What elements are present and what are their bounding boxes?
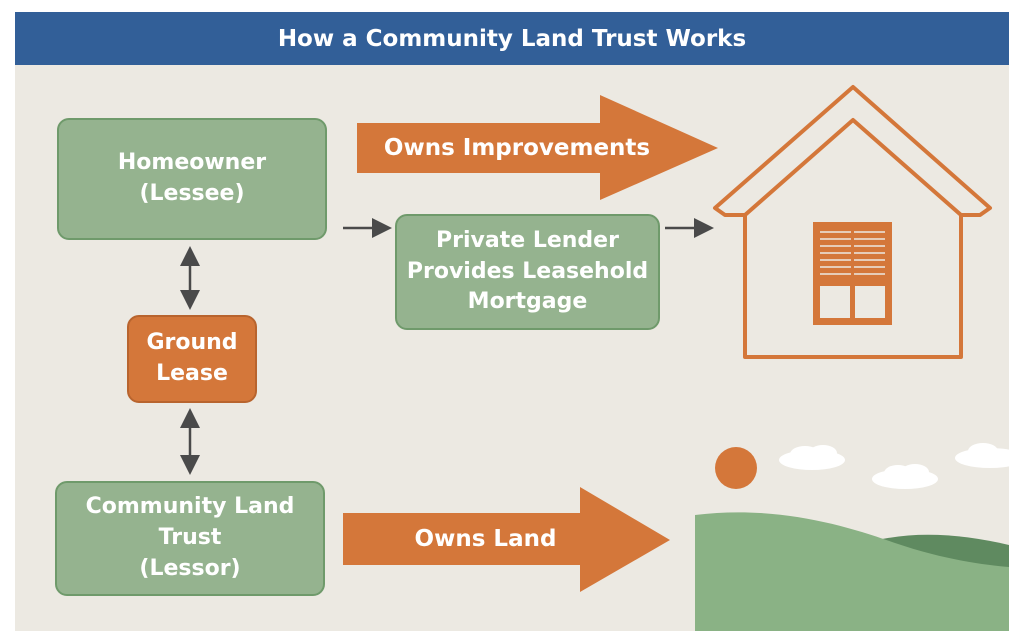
cloud-icon [779,443,1009,489]
lender-line-1: Private Lender [436,227,619,253]
clt-line-1: Community Land [85,494,295,520]
homeowner-box: Homeowner (Lessee) [57,118,327,240]
window-icon [813,222,892,325]
clt-line-3: (Lessor) [139,555,241,581]
diagram-graphics [180,85,1009,631]
community-land-trust-box: Community Land Trust (Lessor) [55,481,325,596]
diagram-canvas: Homeowner (Lessee) Private Lender Provid… [15,65,1009,631]
owns-land-arrow [343,487,670,592]
ground-lease-box: Ground Lease [127,315,257,403]
homeowner-sublabel: (Lessee) [139,181,245,206]
private-lender-box: Private Lender Provides Leasehold Mortga… [395,214,660,330]
light-hill [695,512,1009,631]
clt-line-2: Trust [158,525,222,551]
ground-lease-line-1: Ground [146,330,238,356]
house-icon [713,85,992,359]
owns-improvements-arrow [357,95,718,200]
owns-land-label: Owns Land [414,526,557,552]
homeowner-label: Homeowner [117,150,267,176]
lender-line-3: Mortgage [467,289,588,315]
ground-lease-line-2: Lease [156,361,228,386]
page-title: How a Community Land Trust Works [277,25,747,52]
sun-icon [715,447,757,489]
lender-line-2: Provides Leasehold [406,258,649,284]
title-banner: How a Community Land Trust Works [15,12,1009,65]
owns-improvements-label: Owns Improvements [383,135,651,161]
